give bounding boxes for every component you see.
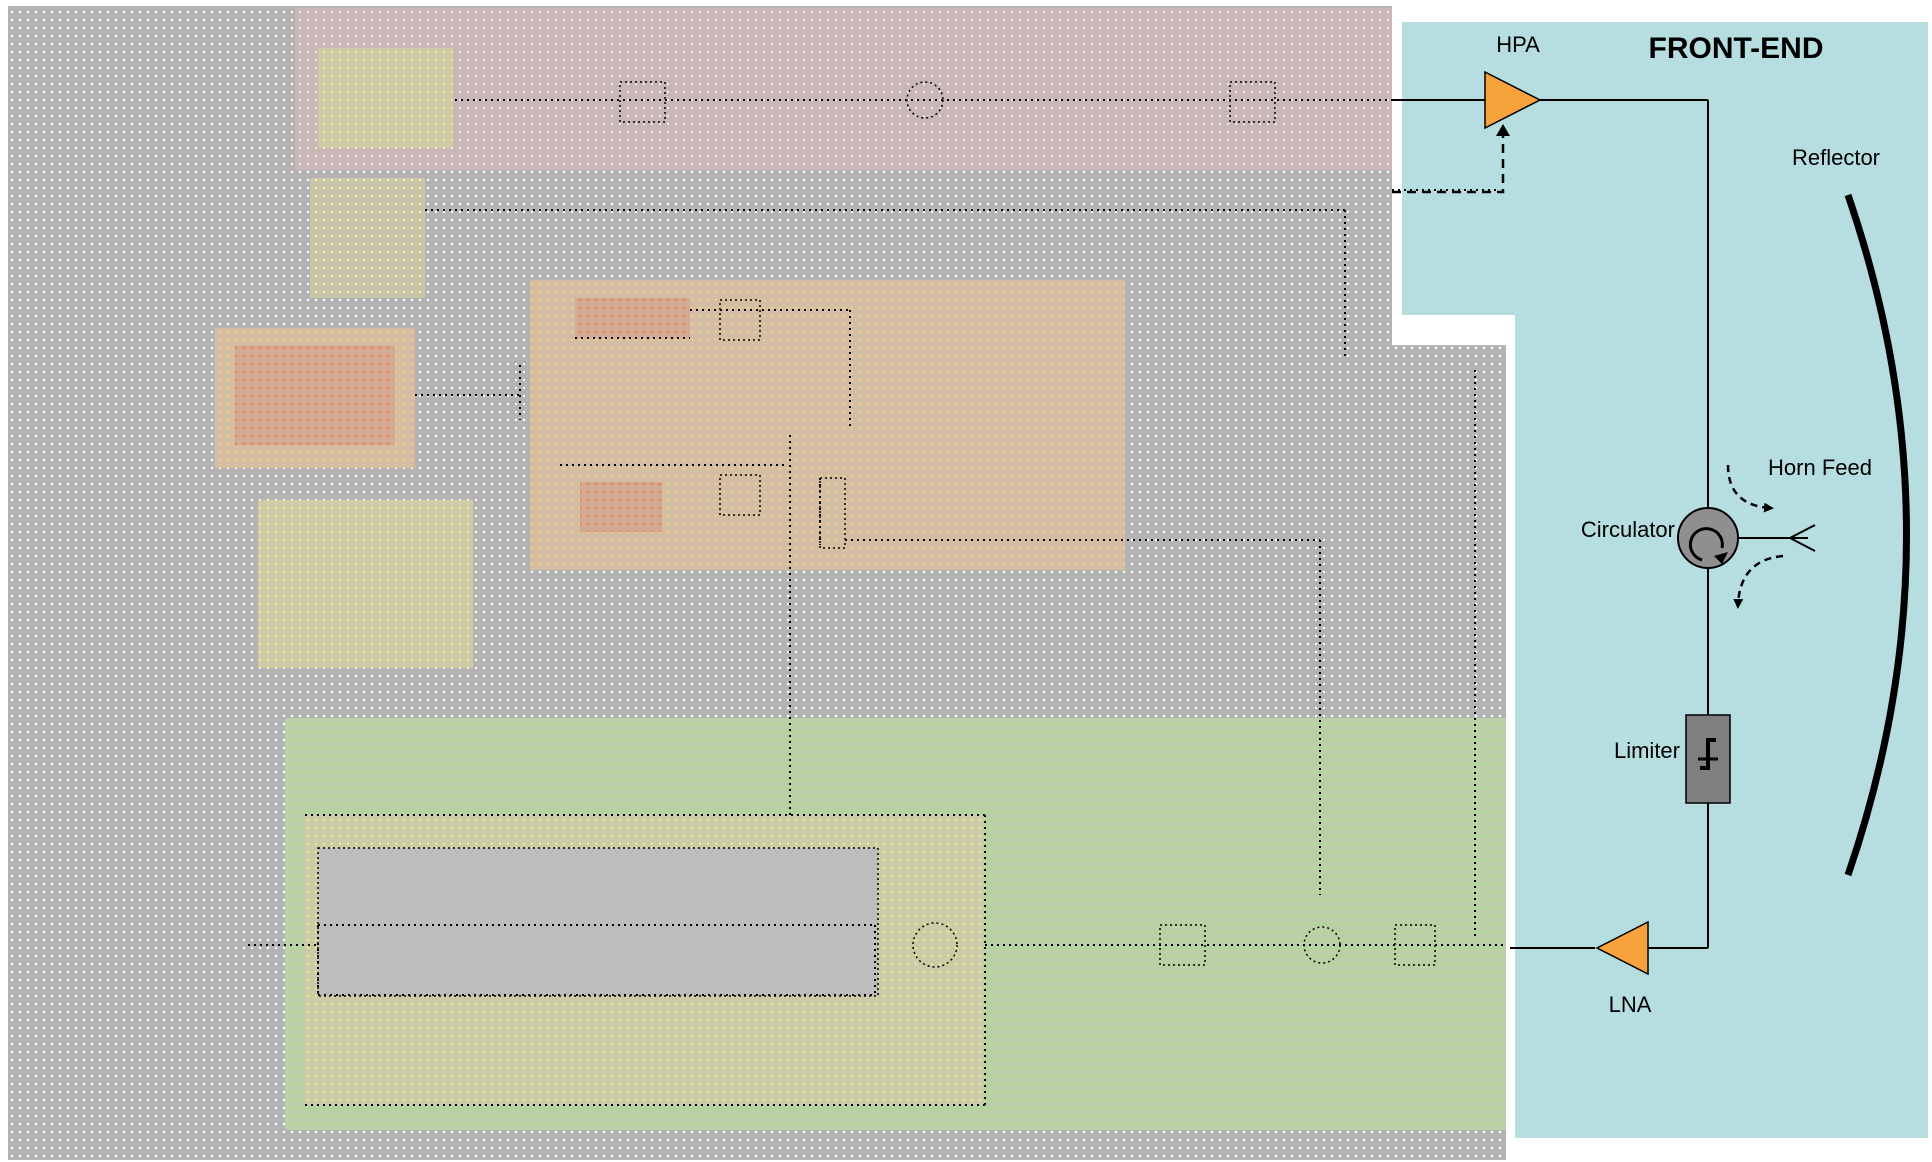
grey-box-receiver [318,848,878,996]
horn-feed-label: Horn Feed [1768,455,1872,480]
obscured-backend-region [8,6,1506,1160]
orange-box-top [575,298,690,338]
yellow-box-top-left [318,48,453,148]
reflector-label: Reflector [1792,145,1880,170]
circulator-label: Circulator [1581,517,1675,542]
transmitter-band [295,8,1392,170]
yellow-box-left [310,178,425,298]
hpa-label: HPA [1496,32,1540,57]
orange-box-mid [580,482,662,532]
orange-box-left [235,345,395,445]
yellow-box-center [258,500,473,668]
front-end-title: FRONT-END [1649,32,1824,65]
lna-label: LNA [1609,992,1652,1017]
limiter-label: Limiter [1614,738,1680,763]
